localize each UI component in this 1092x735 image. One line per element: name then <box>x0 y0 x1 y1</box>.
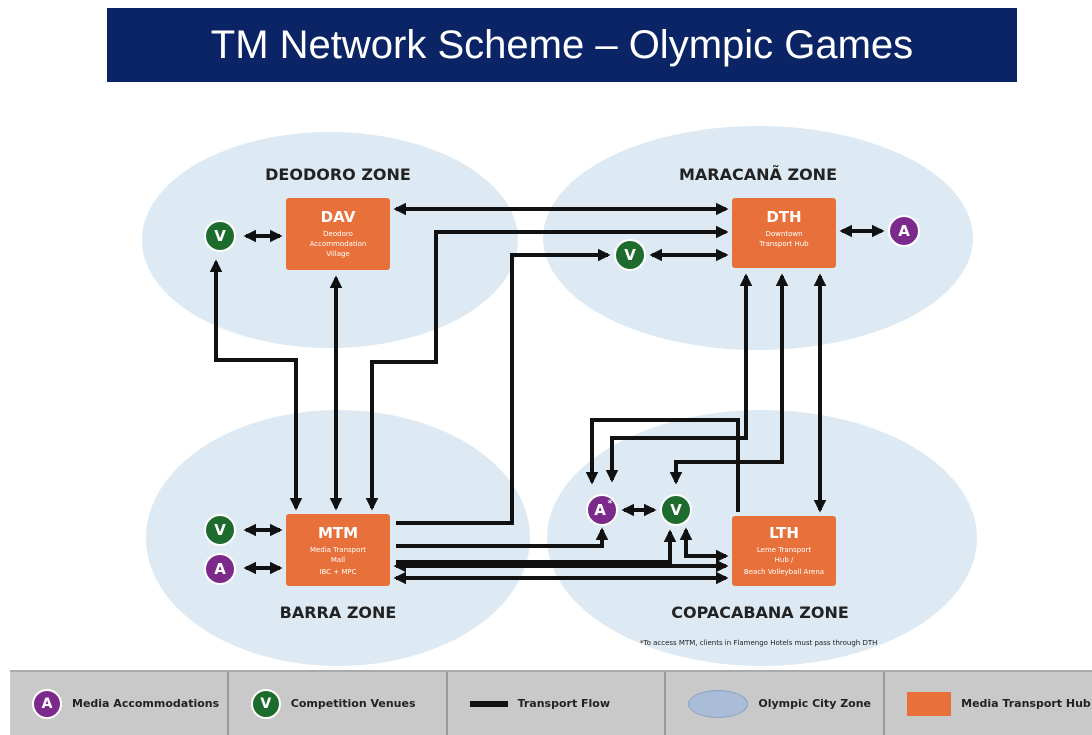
hub-mtm-line2: Mall <box>331 556 345 564</box>
hub-dth-line1: Downtown <box>765 230 802 238</box>
legend-item-hub: Media Transport Hub <box>885 672 1092 735</box>
hub-dav-line2: Accommodation <box>310 240 367 248</box>
flow-venue-deodoro-mtm <box>209 259 303 511</box>
legend-label-transport-flow: Transport Flow <box>517 697 611 710</box>
legend-label-accommodations: Media Accommodations <box>72 697 220 710</box>
hub-lth-line2: Hub / <box>775 556 794 564</box>
hub-dth-code: DTH <box>766 208 801 226</box>
hub-lth-line3: Beach Volleyball Arena <box>744 568 824 576</box>
hub-lth-line1: Leme Transport <box>757 546 812 554</box>
venue-barra-label: V <box>214 521 226 539</box>
hub-dth-line2: Transport Hub <box>758 240 809 248</box>
venue-icon: V <box>250 688 281 719</box>
accommodation-flamengo-label: A <box>594 501 606 519</box>
zone-label-copacabana: COPACABANA ZONE <box>671 603 849 622</box>
title-banner: TM Network Scheme – Olympic Games <box>107 8 1017 82</box>
hub-dav: DAV Deodoro Accommodation Village <box>286 198 390 270</box>
flow-lth-accommodation-star <box>585 418 740 512</box>
flow-mtm-venue-maracana <box>396 248 611 525</box>
venue-deodoro: V <box>204 220 236 252</box>
flow-venue-lth <box>679 527 729 563</box>
zone-label-barra: BARRA ZONE <box>280 603 397 622</box>
flow-mtm-dth <box>365 225 729 511</box>
city-zone-ellipse-icon <box>688 689 749 718</box>
hub-rect-icon <box>907 691 952 716</box>
accommodation-barra-label: A <box>214 560 226 578</box>
venue-barra: V <box>204 514 236 546</box>
hub-mtm-line3: IBC + MPC <box>319 568 356 576</box>
legend-item-venues: V Competition Venues <box>229 672 448 735</box>
hub-mtm-line1: Media Transport <box>310 546 366 554</box>
accommodation-copacabana-flamengo: A * <box>586 494 618 526</box>
flow-dth-venue-copacabana <box>669 273 789 485</box>
zone-label-maracana: MARACANÃ ZONE <box>679 165 837 184</box>
legend-item-accommodations: A Media Accommodations <box>10 672 229 735</box>
accommodation-flamengo-star: * <box>608 499 613 509</box>
venue-deodoro-label: V <box>214 227 226 245</box>
legend-label-hub: Media Transport Hub <box>961 697 1091 710</box>
zone-label-deodoro: DEODORO ZONE <box>265 165 411 184</box>
legend-label-city-zone: Olympic City Zone <box>758 697 872 710</box>
transport-flow-lines <box>209 202 885 585</box>
hub-mtm: MTM Media Transport Mall IBC + MPC <box>286 514 390 586</box>
hub-dav-code: DAV <box>321 208 356 226</box>
accommodation-maracana: A <box>888 215 920 247</box>
hub-dth: DTH Downtown Transport Hub <box>732 198 836 268</box>
legend: A Media Accommodations V Competition Ven… <box>10 670 1092 735</box>
hub-dav-line3: Village <box>326 250 350 258</box>
legend-item-transport-flow: Transport Flow <box>448 672 667 735</box>
hub-mtm-code: MTM <box>318 524 358 542</box>
legend-item-city-zone: Olympic City Zone <box>666 672 886 735</box>
venue-copacabana: V <box>660 494 692 526</box>
accommodation-maracana-label: A <box>898 222 910 240</box>
accommodation-barra: A <box>204 553 236 585</box>
footnote: *To access MTM, clients in Flamengo Hote… <box>640 639 877 647</box>
hub-lth: LTH Leme Transport Hub / Beach Volleybal… <box>732 516 836 586</box>
venue-copacabana-label: V <box>670 501 682 519</box>
legend-label-venues: Competition Venues <box>290 697 416 710</box>
accommodation-icon: A <box>32 688 62 719</box>
hub-dav-line1: Deodoro <box>323 230 353 238</box>
venue-maracana-label: V <box>624 246 636 264</box>
venue-maracana: V <box>614 239 646 271</box>
transport-flow-line-icon <box>469 700 508 707</box>
hub-lth-code: LTH <box>769 524 799 542</box>
page-title: TM Network Scheme – Olympic Games <box>210 22 914 67</box>
flow-mtm-accommodation-star <box>396 527 609 548</box>
